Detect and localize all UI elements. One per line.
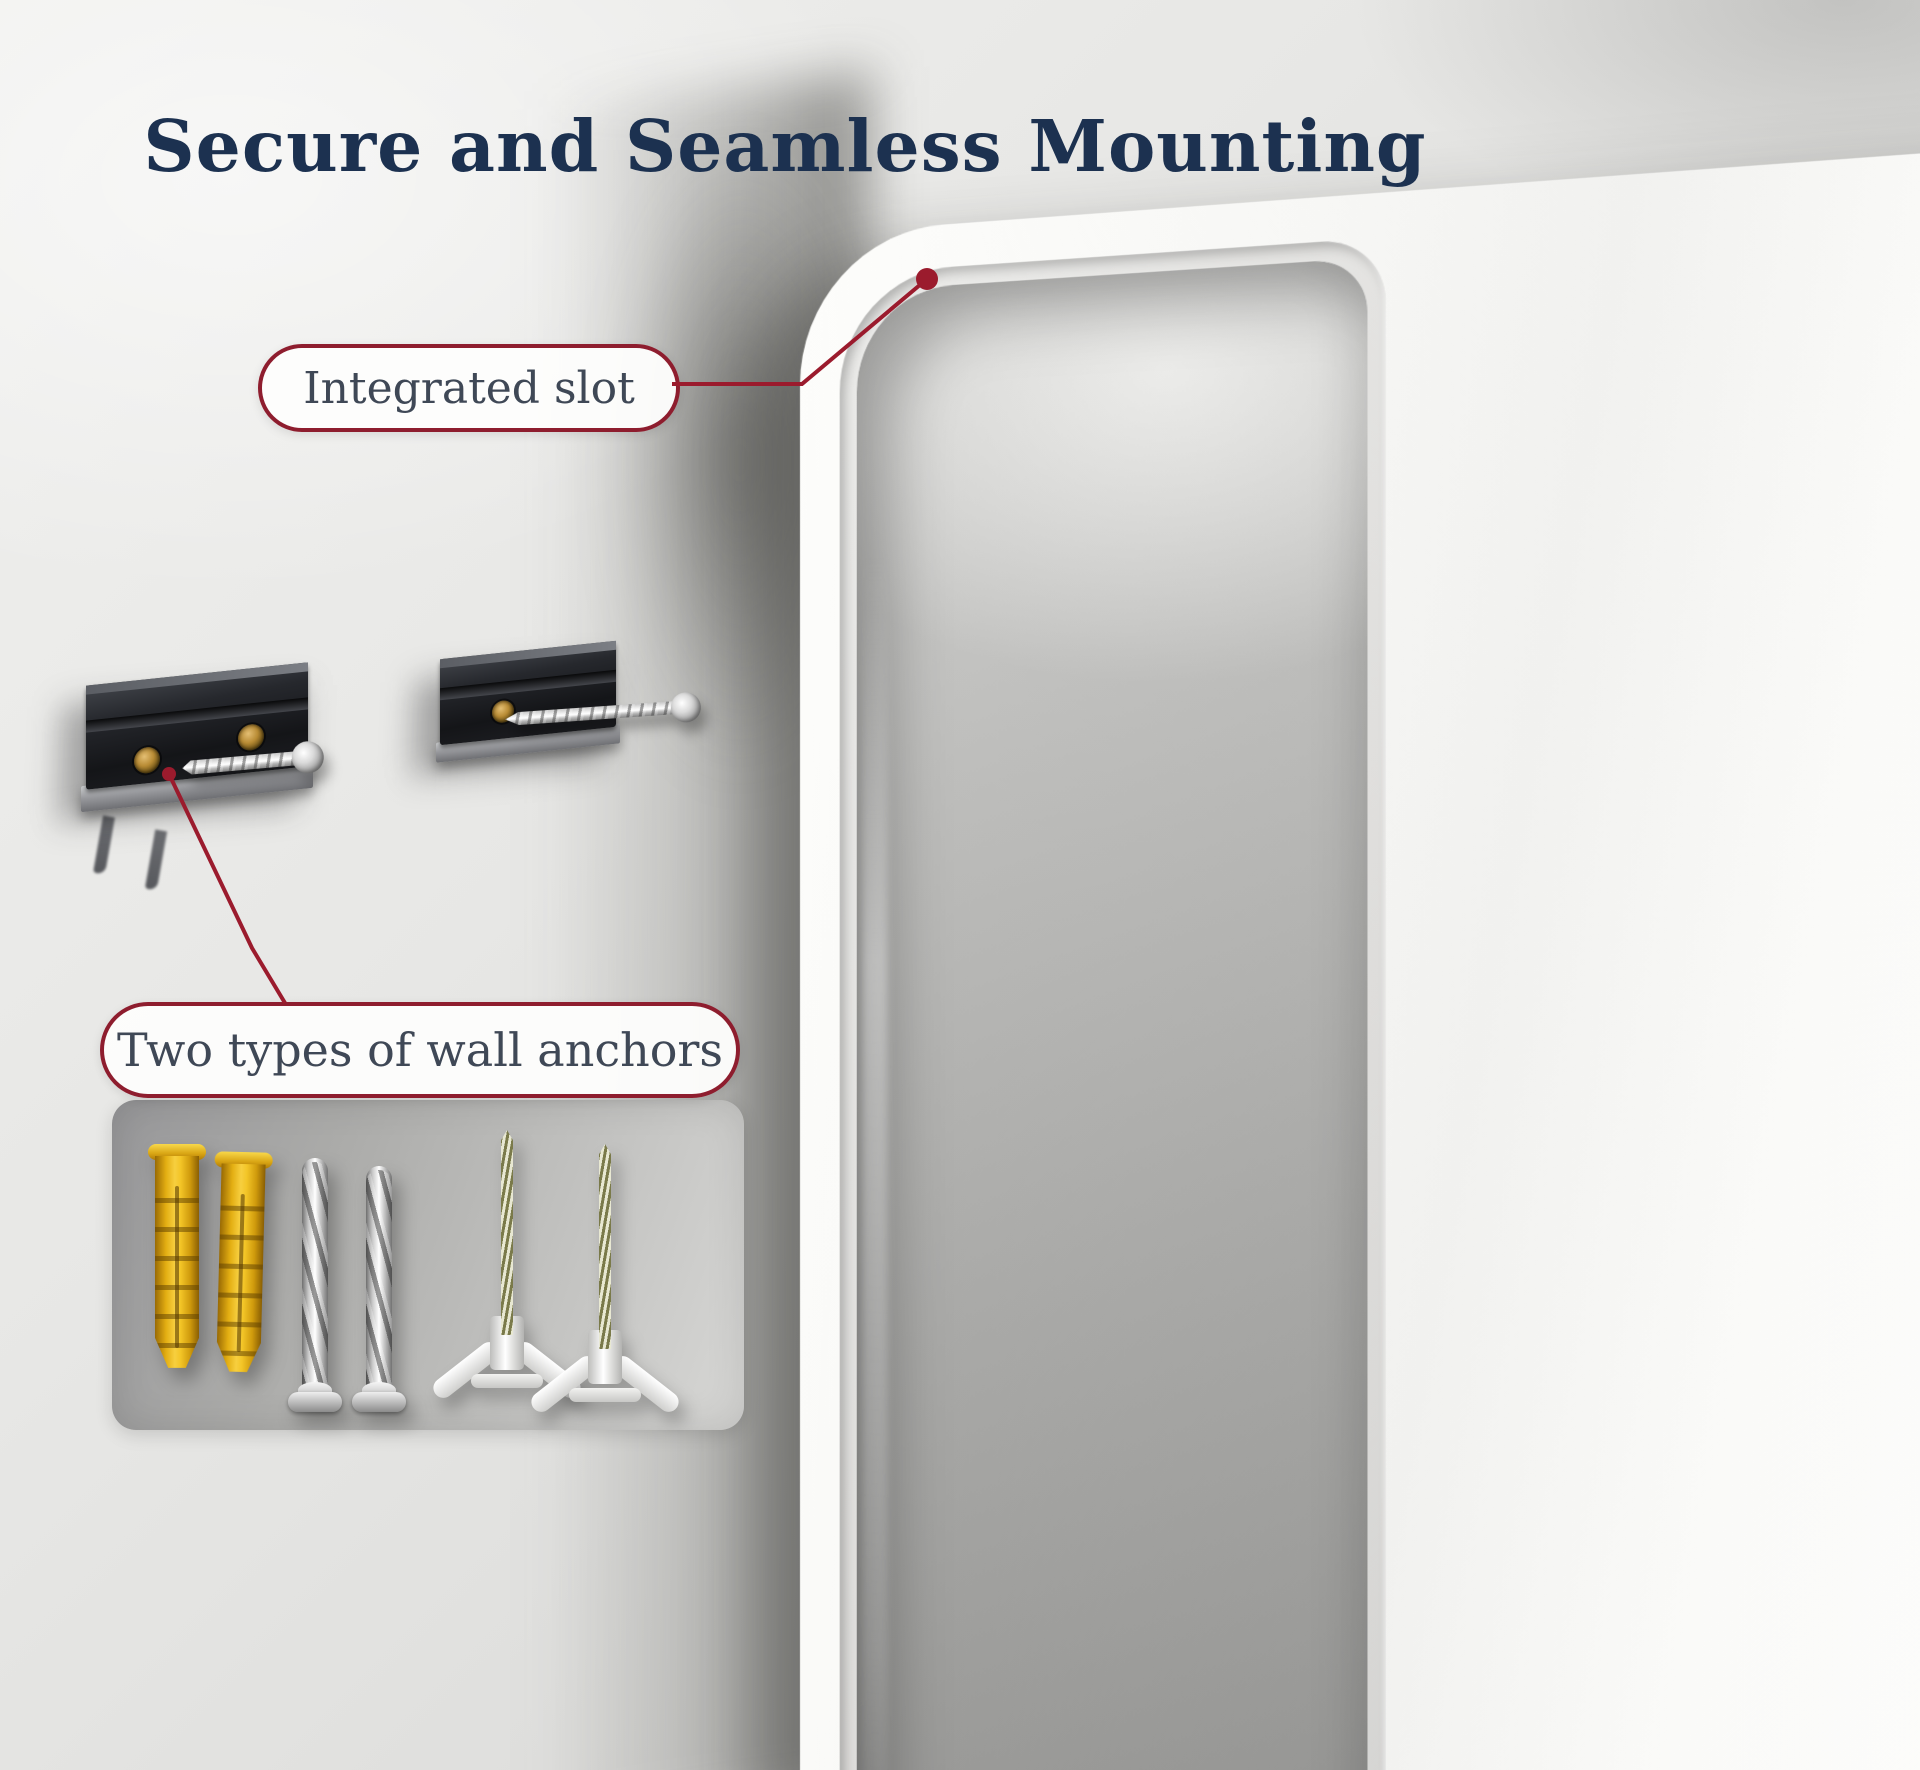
expansion-anchor-1 <box>148 1144 206 1370</box>
screw-head <box>288 1392 342 1412</box>
screw-hole <box>134 745 160 775</box>
mirror-frame <box>800 121 1920 1770</box>
screw-shaft <box>302 1158 328 1388</box>
panel-reflection-highlight <box>862 552 888 1770</box>
anchor-screw-2 <box>352 1166 406 1412</box>
anchor-screw <box>599 1144 611 1349</box>
mirror-back-panel <box>856 257 1368 1770</box>
hollow-wall-anchor-1 <box>429 1130 585 1402</box>
screw-head <box>669 691 702 724</box>
anchor-flange <box>471 1374 543 1388</box>
hollow-wall-anchor-2 <box>527 1144 683 1416</box>
anchor-screw <box>501 1130 513 1335</box>
screw-shaft <box>182 752 295 776</box>
callout-integrated-slot: Integrated slot <box>258 344 680 432</box>
wall-anchors-panel <box>112 1100 744 1430</box>
screw-head <box>352 1392 406 1412</box>
page-title: Secure and Seamless Mounting <box>143 103 1427 188</box>
callout-wall-anchors-label: Two types of wall anchors <box>116 1023 724 1077</box>
anchor-body <box>155 1156 199 1368</box>
bracket-top-face <box>440 640 616 669</box>
screw-head <box>290 739 326 775</box>
screw-shaft <box>366 1166 392 1388</box>
callout-integrated-slot-label: Integrated slot <box>303 362 635 414</box>
anchor-flange <box>569 1388 641 1402</box>
anchor-screw-1 <box>288 1158 342 1412</box>
anchor-body <box>216 1163 265 1374</box>
screw-shaft <box>505 701 673 726</box>
bracket-groove <box>86 697 308 734</box>
expansion-anchor-2 <box>209 1151 273 1374</box>
callout-wall-anchors: Two types of wall anchors <box>100 1002 740 1098</box>
bracket-top-face <box>86 662 308 695</box>
